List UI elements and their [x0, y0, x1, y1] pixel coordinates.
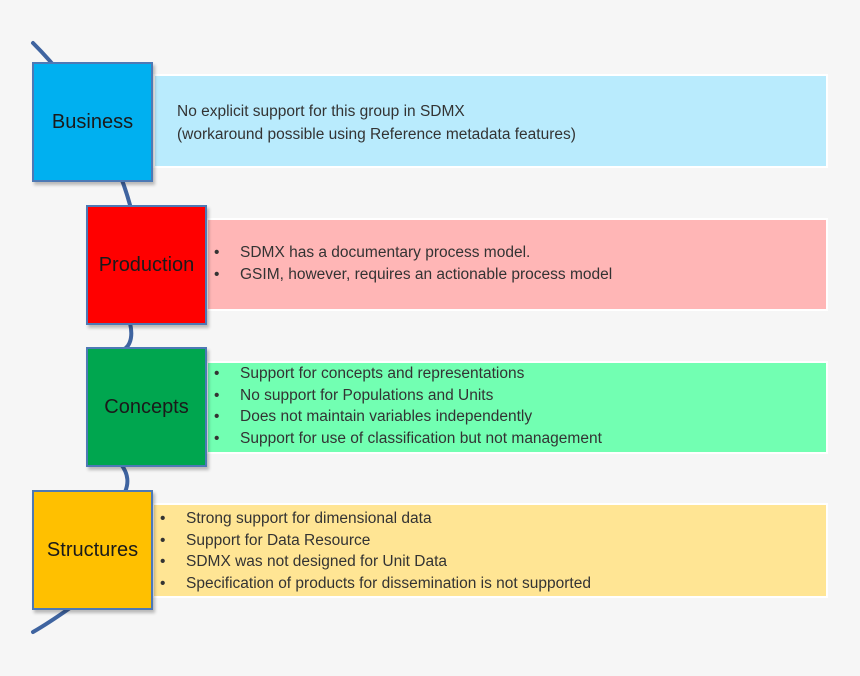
bullet-item: SDMX was not designed for Unit Data [154, 551, 591, 573]
bullet-item: Specification of products for disseminat… [154, 573, 591, 595]
business-line: (workaround possible using Reference met… [177, 126, 576, 143]
bullet-item: Support for Data Resource [154, 530, 591, 552]
structures-panel: Strong support for dimensional data Supp… [152, 503, 828, 598]
production-bullets: SDMX has a documentary process model. GS… [208, 242, 612, 285]
bullet-item: SDMX has a documentary process model. [208, 242, 612, 264]
structures-label: Structures [46, 538, 139, 561]
bullet-item: Does not maintain variables independentl… [208, 406, 602, 428]
concepts-bullets: Support for concepts and representations… [208, 363, 602, 449]
structures-bullets: Strong support for dimensional data Supp… [154, 508, 591, 594]
bullet-item: Support for use of classification but no… [208, 428, 602, 450]
bullet-item: GSIM, however, requires an actionable pr… [208, 264, 612, 286]
production-panel: SDMX has a documentary process model. GS… [206, 218, 828, 311]
concepts-label: Concepts [104, 395, 189, 418]
business-panel: No explicit support for this group in SD… [153, 74, 828, 168]
structures-label-box: Structures [32, 490, 153, 610]
bullet-item: Strong support for dimensional data [154, 508, 591, 530]
business-description: No explicit support for this group in SD… [177, 100, 576, 146]
concepts-label-box: Concepts [86, 347, 207, 467]
bullet-item: No support for Populations and Units [208, 385, 602, 407]
production-label: Production [98, 253, 195, 276]
business-label-box: Business [32, 62, 153, 182]
concepts-panel: Support for concepts and representations… [206, 361, 828, 454]
bullet-item: Support for concepts and representations [208, 363, 602, 385]
business-label: Business [51, 110, 134, 133]
business-line: No explicit support for this group in SD… [177, 103, 465, 120]
production-label-box: Production [86, 205, 207, 325]
